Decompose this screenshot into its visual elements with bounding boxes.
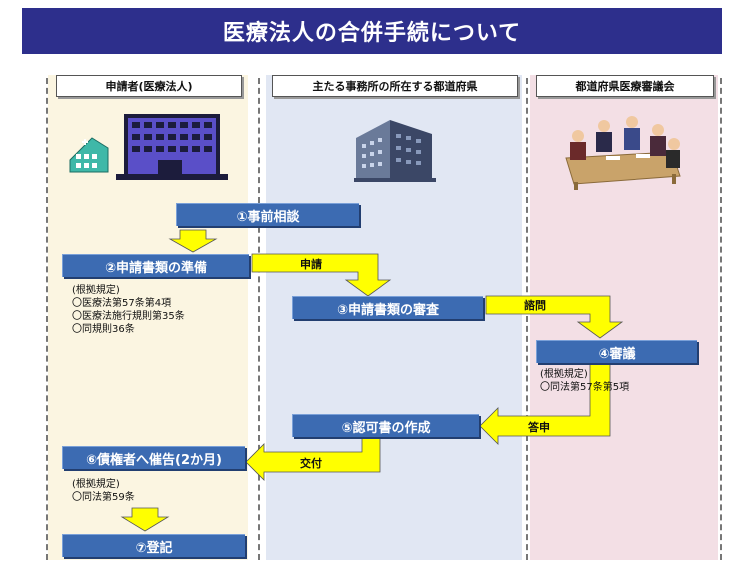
meeting-people-icon [565,116,681,190]
down-arrow-s6-s7 [120,507,170,532]
step-registration: ⑦登記 [62,534,245,557]
issue-arrow [245,437,381,481]
basis-item: 〇同法第59条 [72,492,135,503]
report-arrow [479,359,611,445]
basis-item: 〇医療法施行規則第35条 [72,311,185,322]
apply-arrow-label: 申請 [300,257,322,271]
basis-item: 〇同規則36条 [72,324,135,335]
column-divider [526,78,528,560]
step-prior-consultation: ①事前相談 [176,203,359,226]
council-column-header: 都道府県医療審議会 [536,75,714,97]
report-arrow-label: 答申 [528,420,550,434]
step-deliberation: ④審議 [536,340,697,363]
basis-heading: (根拠規定) [540,369,588,380]
prefecture-column-header: 主たる事務所の所在する都道府県 [272,75,518,97]
basis-note-prepare: (根拠規定) 〇医療法第57条第4項 〇医療法施行規則第35条 〇同規則36条 [72,284,185,336]
hospital-building-icon [69,114,228,180]
down-arrow-s1-s2 [168,229,218,253]
office-building-icon [354,120,436,182]
basis-item: 〇同法第57条第5項 [540,382,630,393]
basis-item: 〇医療法第57条第4項 [72,298,172,309]
consult-arrow [485,295,624,339]
step-prepare-documents: ②申請書類の準備 [62,254,249,277]
column-divider [720,78,722,560]
basis-heading: (根拠規定) [72,285,120,296]
page-title: 医療法人の合併手続について [22,8,722,54]
basis-note-deliberation: (根拠規定) 〇同法第57条第5項 [540,368,629,394]
step-review-documents: ③申請書類の審査 [292,296,483,319]
apply-arrow [251,253,392,297]
column-divider [258,78,260,560]
step-issue-approval: ⑤認可書の作成 [292,414,479,437]
issue-arrow-label: 交付 [300,456,322,470]
step-notify-creditors: ⑥債権者へ催告(2か月) [62,446,245,469]
consult-arrow-label: 諮問 [524,298,546,312]
basis-note-creditors: (根拠規定) 〇同法第59条 [72,478,135,504]
applicant-column-header: 申請者(医療法人) [56,75,242,97]
basis-heading: (根拠規定) [72,479,120,490]
column-divider [46,78,48,560]
